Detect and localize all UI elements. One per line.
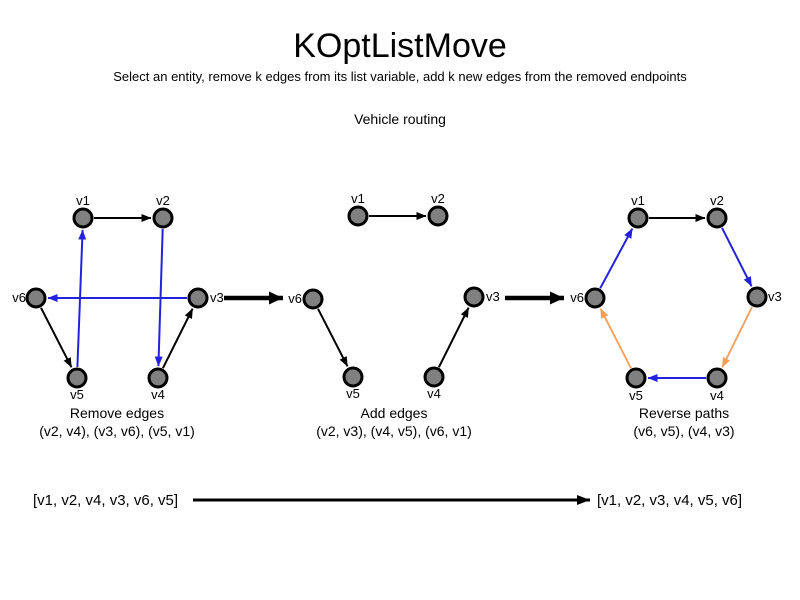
g1-label-v5: v5 [70, 387, 84, 402]
g2-node-v6 [302, 288, 324, 310]
g1-node-v2 [152, 207, 174, 229]
g2-label-v3: v3 [486, 289, 500, 304]
g3-caption: Reverse paths [639, 405, 729, 421]
g1-node-v5 [66, 367, 88, 389]
g1-edge-v5-v1-removed [76, 229, 87, 368]
g3-edge-v6-v1-added [599, 228, 634, 289]
g3-edge-list: (v6, v5), (v4, v3) [633, 423, 734, 439]
g1-label-v1: v1 [76, 193, 90, 208]
list-after: [v1, v2, v3, v4, v5, v6] [597, 492, 742, 509]
g1-node-v6 [25, 287, 47, 309]
g2-node-v1 [347, 205, 369, 227]
result-row: [v1, v2, v4, v3, v6, v5] [v1, v2, v3, v4… [33, 492, 742, 509]
g1-edge-v4-v3 [162, 308, 194, 369]
g2-edge-v4-v3 [438, 307, 470, 368]
g2-node-v5 [342, 366, 364, 388]
g1-node-v1 [72, 207, 94, 229]
g2-label-v5: v5 [346, 386, 360, 401]
problem-label: Vehicle routing [354, 111, 446, 127]
g3-node-v6 [584, 287, 606, 309]
g3-label-v5: v5 [629, 388, 643, 403]
graph-remove-edges: v1 v2 v3 v4 v5 v6 Remove edges (v2, v4),… [12, 193, 223, 439]
g1-node-v4 [147, 367, 169, 389]
g1-label-v2: v2 [156, 193, 170, 208]
g1-label-v4: v4 [151, 387, 165, 402]
g1-caption: Remove edges [70, 405, 164, 421]
g1-label-v3: v3 [210, 290, 224, 305]
g3-label-v6: v6 [570, 290, 584, 305]
g2-node-v2 [427, 205, 449, 227]
g2-label-v6: v6 [288, 291, 302, 306]
page-title: KOptListMove [293, 27, 507, 65]
g3-edge-v2-v3-added [721, 227, 753, 287]
g2-edge-v6-v5 [317, 308, 349, 367]
g3-label-v2: v2 [710, 193, 724, 208]
g3-node-v4 [706, 367, 728, 389]
subtitle: Select an entity, remove k edges from it… [113, 69, 687, 84]
g3-edge-v3-v4-reversed [721, 306, 753, 368]
g3-edge-v5-v6-reversed [599, 308, 632, 369]
g3-node-v2 [706, 207, 728, 229]
g1-edge-v6-v5 [40, 307, 73, 368]
g2-node-v3 [463, 286, 485, 308]
g2-label-v4: v4 [427, 386, 441, 401]
g3-node-v3 [746, 286, 768, 308]
g1-edge-list: (v2, v4), (v3, v6), (v5, v1) [39, 423, 195, 439]
g2-edge-list: (v2, v3), (v4, v5), (v6, v1) [316, 423, 472, 439]
g3-label-v4: v4 [710, 388, 724, 403]
g2-caption: Add edges [361, 405, 428, 421]
g2-label-v1: v1 [351, 191, 365, 206]
list-before: [v1, v2, v4, v3, v6, v5] [33, 492, 178, 509]
graph-reverse-paths: v1 v2 v3 v4 v5 v6 Reverse paths (v6, v5)… [570, 193, 781, 439]
g1-node-v3 [187, 287, 209, 309]
g2-label-v2: v2 [431, 191, 445, 206]
g3-label-v1: v1 [631, 193, 645, 208]
graph-add-edges: v1 v2 v3 v4 v5 v6 Add edges (v2, v3), (v… [288, 191, 499, 439]
g3-node-v5 [625, 367, 647, 389]
g3-label-v3: v3 [768, 289, 782, 304]
g3-node-v1 [627, 207, 649, 229]
g2-node-v4 [423, 366, 445, 388]
g1-label-v6: v6 [12, 290, 26, 305]
